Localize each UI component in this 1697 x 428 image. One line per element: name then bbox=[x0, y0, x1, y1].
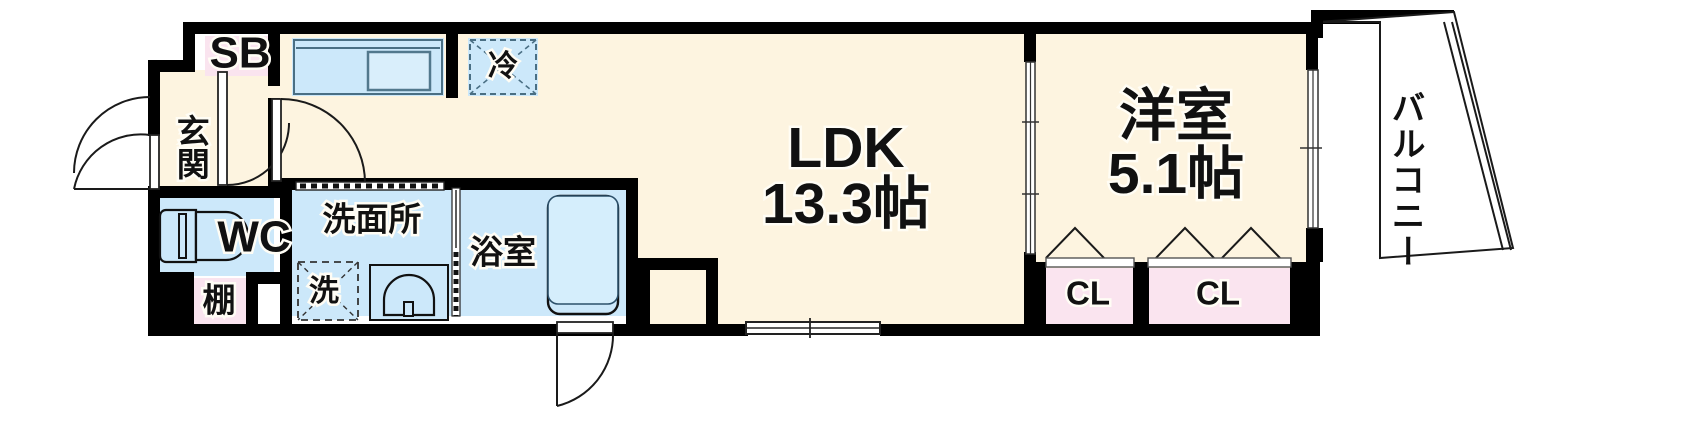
bathtub bbox=[546, 194, 620, 316]
wall-balcony-left-top bbox=[1311, 10, 1323, 38]
balcony-label: バルコニー bbox=[1386, 90, 1424, 270]
washitsu-area-label: 5.1帖 bbox=[1108, 142, 1244, 206]
refrigerator-space bbox=[469, 39, 537, 95]
shoe-box-fill bbox=[205, 36, 275, 76]
wall-bath-right bbox=[626, 178, 638, 328]
wall-left-bottom bbox=[148, 272, 160, 336]
balcony-rail-line-1 bbox=[1443, 21, 1504, 251]
wc-label: WC bbox=[217, 213, 290, 262]
closet-right-label: CL bbox=[1196, 275, 1240, 312]
wall-bottom-wet-block bbox=[148, 324, 648, 336]
wall-kitchen-fridge-divider bbox=[446, 34, 458, 98]
closet-folding-doors[interactable] bbox=[1045, 226, 1292, 268]
wall-bath-top bbox=[458, 178, 638, 190]
wall-top-washitsu bbox=[1030, 22, 1320, 34]
openings bbox=[73, 61, 1322, 407]
wall-ldk-step-left bbox=[638, 258, 650, 336]
wall-partition-post-top bbox=[1024, 34, 1036, 62]
genkan-floor-fill bbox=[152, 70, 280, 195]
wall-ldk-bottom-right bbox=[880, 324, 1040, 336]
balcony-sliding-door[interactable] bbox=[1300, 69, 1322, 229]
senmenjo-label: 洗面所 bbox=[323, 201, 422, 238]
toilet bbox=[158, 208, 250, 264]
washitsu-label: 洋室 bbox=[1119, 84, 1233, 148]
refrigerator-label: 冷 bbox=[488, 50, 518, 83]
shelf-fill bbox=[190, 278, 248, 328]
wall-step-vertical bbox=[183, 22, 195, 70]
ldk-south-door[interactable] bbox=[556, 321, 615, 407]
wall-balcony-left-bottom bbox=[1311, 228, 1323, 262]
wall-closet-right-end bbox=[1290, 262, 1320, 330]
fixtures bbox=[158, 39, 620, 321]
hall-door[interactable] bbox=[271, 98, 366, 184]
entrance-door[interactable] bbox=[73, 96, 160, 190]
balcony-walls bbox=[1311, 10, 1323, 262]
ldk-label: LDK bbox=[787, 116, 904, 180]
washing-machine-space bbox=[297, 261, 359, 321]
wall-top-main bbox=[183, 22, 1038, 34]
wall-ldk-step-top bbox=[638, 258, 718, 270]
yokushitsu-label: 浴室 bbox=[470, 234, 536, 271]
thin-outlines bbox=[1317, 10, 1515, 260]
wall-closet-left-end bbox=[1030, 262, 1046, 330]
wall-shelf-right bbox=[246, 272, 258, 336]
shelf-label: 棚 bbox=[203, 282, 236, 319]
wall-left-genkan-upper bbox=[148, 60, 160, 136]
wall-washitsu-right-upper bbox=[1306, 34, 1318, 70]
genkan-inner-door[interactable] bbox=[217, 71, 290, 186]
wall-washroom-left bbox=[280, 178, 292, 328]
washing-machine-label: 洗 bbox=[309, 275, 339, 308]
closet-left-fill bbox=[1043, 268, 1135, 330]
ldk-room-partition[interactable] bbox=[1022, 61, 1039, 255]
vanity-sink bbox=[369, 264, 449, 321]
wall-closet-divider bbox=[1133, 262, 1149, 330]
washroom-door[interactable] bbox=[295, 181, 445, 191]
genkan-label: 玄関 bbox=[172, 114, 209, 180]
balcony-outline bbox=[1317, 10, 1515, 260]
wall-ldk-step-right bbox=[706, 258, 718, 336]
balcony-rail-line-2 bbox=[1451, 21, 1512, 251]
closet-left-label: CL bbox=[1066, 275, 1110, 312]
shoe-box-label: SB bbox=[209, 29, 270, 78]
ldk-area-label: 13.3帖 bbox=[762, 172, 930, 236]
wall-genkan-right-upper bbox=[268, 34, 280, 86]
wall-ldk-bottom-left bbox=[638, 324, 748, 336]
closet-right-fill bbox=[1148, 268, 1291, 330]
room-labels: LDK 13.3帖 洋室 5.1帖 玄関 WC 洗面所 浴室 SB 棚 CL C… bbox=[170, 26, 1424, 321]
wall-washitsu-bottom bbox=[1024, 324, 1320, 336]
kitchen-sink-counter bbox=[293, 39, 443, 95]
wall-genkan-wc-divider bbox=[148, 186, 288, 198]
ldk-south-window[interactable] bbox=[745, 318, 881, 338]
bath-door[interactable] bbox=[451, 187, 461, 317]
